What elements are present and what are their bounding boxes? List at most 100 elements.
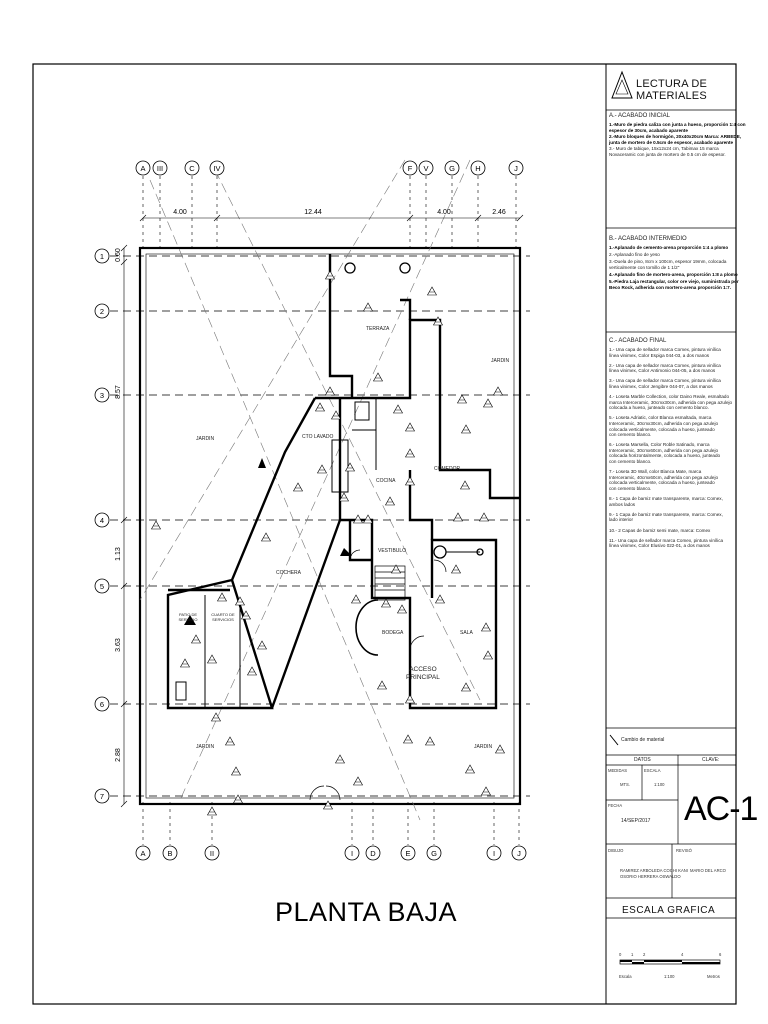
room-bodega: BODEGA [382, 630, 404, 636]
dimension-label: 2.46 [492, 209, 506, 216]
svg-text:V: V [423, 164, 428, 173]
scale-right-label: Metros [707, 974, 720, 979]
scale-tick-label: 6 [719, 952, 722, 957]
axis-bubble-left: 1 [94, 248, 110, 264]
material-note: 9.- 1 Capa de barniz mate transparente, … [609, 511, 723, 523]
material-note: 3.- Muro de tabique, 15x12x24 cm, Tabima… [609, 146, 726, 157]
axis-bubble-bottom: J [511, 845, 527, 861]
svg-text:H: H [475, 164, 480, 173]
axis-bubble-bottom: B [162, 845, 178, 861]
secC-title: C.- ACABADO FINAL [609, 338, 667, 344]
room-cocina: COCINA [376, 478, 396, 484]
autores: RAMIREZ ARBOLEDA COCHI KANI OSORIO HERRE… [620, 868, 688, 879]
axis-bubble-top: A [135, 160, 151, 176]
escala-value: 1:100 [654, 782, 665, 787]
medidas-value: MTS. [620, 782, 631, 787]
svg-text:G: G [449, 164, 455, 173]
material-note: 10.- 2 Capas de barniz semi mate, marca:… [609, 527, 711, 533]
secB-title: B.- ACABADO INTERMEDIO [609, 236, 687, 242]
axis-bubble-bottom: II [204, 845, 220, 861]
material-note: 7.- Loseta 3D Wall, color Blanca Mate, m… [609, 469, 719, 491]
door-swings [309, 549, 447, 801]
datos-label: DATOS [634, 757, 651, 763]
sheet-frame [32, 63, 737, 1005]
clave-label: CLAVE: [702, 757, 720, 763]
material-note: 4.-Aplanado fino de mortero-arena, propo… [609, 271, 738, 277]
axis-bubble-left: 2 [94, 303, 110, 319]
room-jardin-se: JARDIN [474, 744, 493, 750]
fecha-label: FECHA [608, 803, 623, 808]
material-note: 2.-Aplanado fino de yeso [609, 252, 660, 258]
room-jardin-sw: JARDIN [196, 744, 215, 750]
cambio-material-mark [609, 734, 619, 746]
cambio-material-label: Cambio de material [621, 737, 665, 743]
svg-text:J: J [514, 164, 518, 173]
material-note: 3.-Duela de pino, 8cm x 100cm, espesor 1… [609, 259, 727, 270]
plan-title: PLANTA BAJA [275, 897, 458, 927]
dimension-label: 3.63 [115, 638, 122, 652]
svg-text:C: C [189, 164, 195, 173]
axis-bubble-top: C [184, 160, 200, 176]
room-jardin-ne: JARDIN [491, 358, 510, 364]
fecha-value: 14/SEP/2017 [621, 818, 651, 824]
acceso-principal-label: ACCESO PRINCIPAL [406, 666, 440, 681]
room-jardin-w: JARDIN [196, 436, 215, 442]
scale-left-label: Escala [619, 974, 632, 979]
graphic-scale-title: ESCALA GRAFICA [622, 905, 716, 916]
reviso-value: MARIO DEL ARCO [690, 868, 726, 873]
svg-text:J: J [517, 849, 521, 858]
dimension-label: 8.57 [115, 385, 122, 399]
axis-bubble-bottom: I [344, 845, 360, 861]
axis-bubble-left: 4 [94, 512, 110, 528]
scale-mid-label: 1:100 [664, 974, 675, 979]
scale-tick-label: 2 [643, 952, 646, 957]
materials-header: LECTURA DE MATERIALES [636, 78, 708, 102]
svg-text:IV: IV [213, 164, 220, 173]
svg-text:4: 4 [100, 516, 104, 525]
axis-bubble-bottom: E [400, 845, 416, 861]
dibujo-label: DIBUJO [608, 848, 624, 853]
material-note: 1.-Aplanado de cemento-arena proporción … [609, 245, 729, 250]
tree-icon [344, 262, 484, 559]
dimension-label: 1.13 [115, 547, 122, 561]
svg-text:III: III [157, 164, 163, 173]
room-vestibulo: VESTIBULO [378, 548, 407, 554]
svg-text:I: I [351, 849, 353, 858]
axis-bubble-left: 6 [94, 696, 110, 712]
axis-bubble-bottom: A [135, 845, 151, 861]
medidas-label: MEDIDAS [608, 768, 628, 773]
dimension-label: 4.00 [437, 209, 451, 216]
dimension-label: 0.60 [115, 248, 122, 262]
axis-bubble-left: 3 [94, 387, 110, 403]
svg-text:5: 5 [100, 582, 104, 591]
material-note: 6.- Loseta Marsella, Color Roble Satinad… [609, 442, 721, 465]
graphic-scale-bar [619, 959, 721, 965]
scale-tick-label: 0 [619, 952, 622, 957]
axis-bubble-left: 7 [94, 788, 110, 804]
sheet-key: AC-1 [684, 790, 758, 828]
material-tags [150, 270, 506, 816]
axis-bubble-top: IV [209, 160, 225, 176]
diagonal-lines [139, 159, 481, 821]
axis-bubble-top: III [152, 160, 168, 176]
axis-bubble-bottom: G [426, 845, 442, 861]
titleblock-lines [606, 109, 736, 919]
material-note: 1.- Una capa de sellador marca Comex, pi… [609, 347, 721, 358]
axis-bubble-top: F [402, 160, 418, 176]
stairs [355, 565, 406, 656]
material-note: 2.- Una capa de sellador marca Comex, pi… [609, 362, 721, 374]
dimension-label: 2.88 [115, 748, 122, 762]
axis-bubble-bottom: I [486, 845, 502, 861]
material-note: 5.- Loseta Adriatic, color Blanca esmalt… [609, 415, 719, 438]
material-note: 5.-Piedra Laja rectangular, color ore vi… [609, 279, 739, 290]
svg-text:G: G [431, 849, 437, 858]
room-cuarto-servicios: CUARTO DE SERVICIOS [211, 612, 235, 622]
dimension-label: 4.00 [173, 209, 187, 216]
secA-title: A.- ACABADO INICIAL [609, 113, 671, 119]
svg-text:B: B [167, 849, 172, 858]
svg-text:F: F [408, 164, 413, 173]
axis-bubble-top: V [418, 160, 434, 176]
svg-text:I: I [493, 849, 495, 858]
dimension-label: 12.44 [304, 209, 322, 216]
